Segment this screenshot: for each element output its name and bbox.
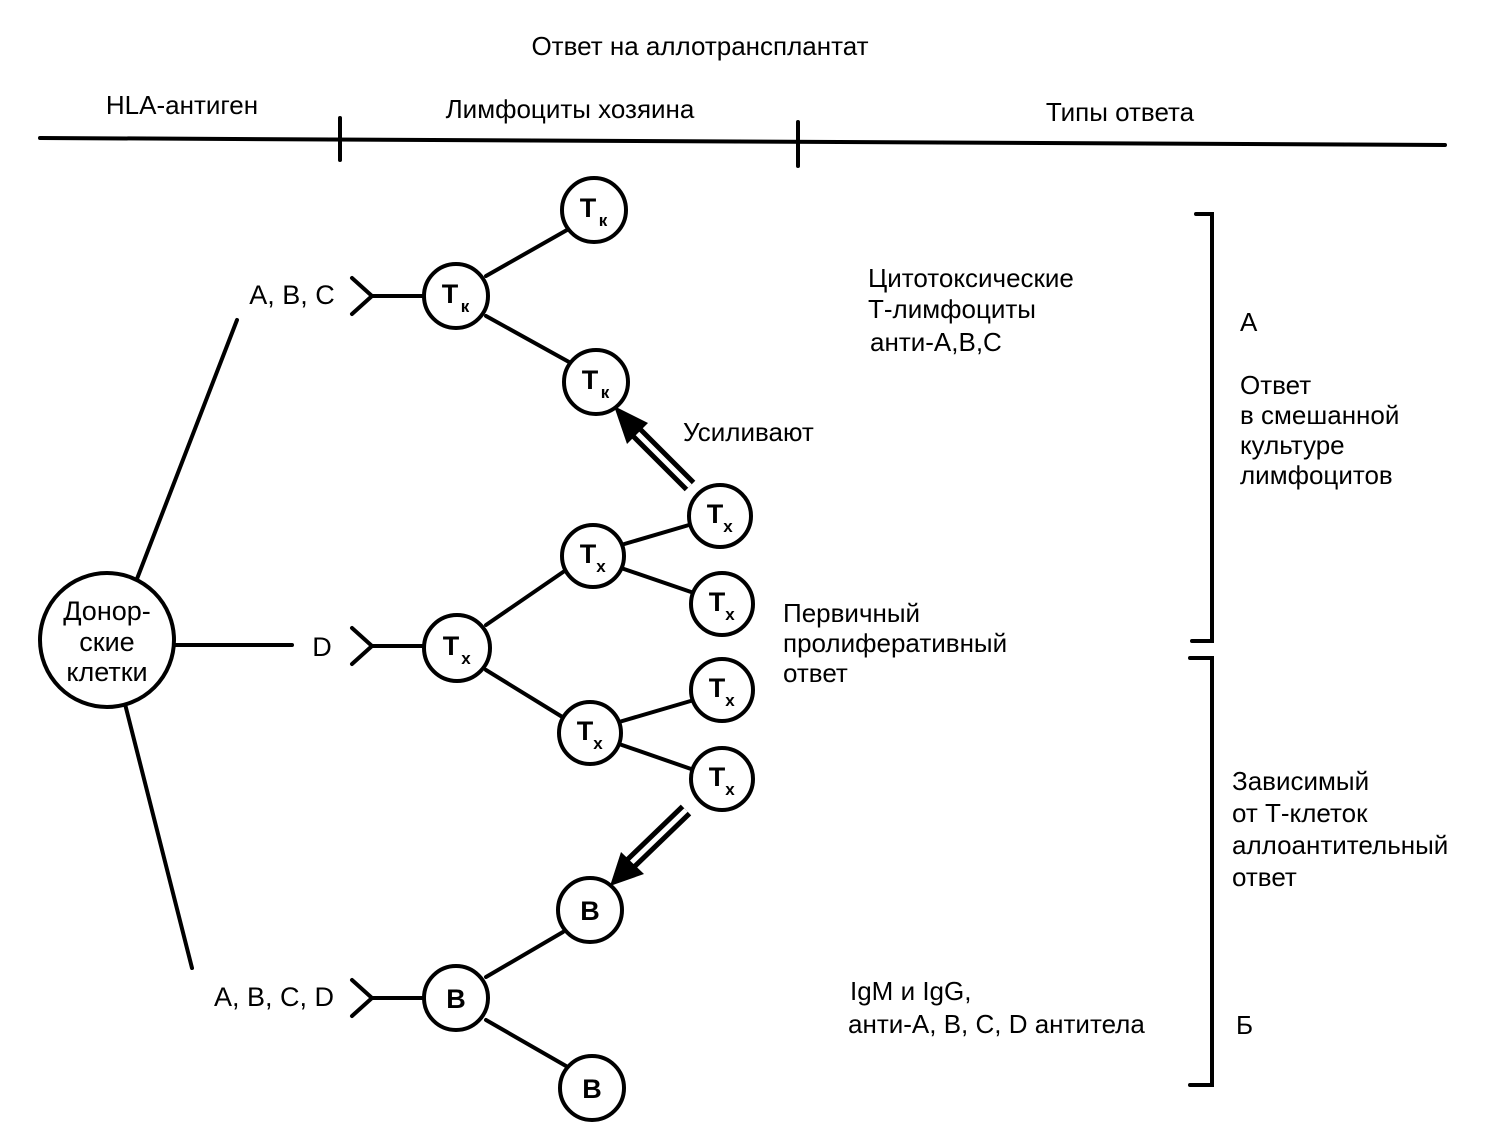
helper-t-subscript: х	[596, 557, 606, 576]
antigen-label-abc: А, В, С	[249, 280, 335, 310]
helper-t-subscript: х	[723, 517, 733, 536]
bracket-a-line-4: лимфоцитов	[1240, 460, 1393, 490]
helper-t-subscript: х	[593, 734, 603, 753]
cytotoxic-annotation: Цитотоксические Т-лимфоциты анти-А,В,С	[868, 263, 1074, 357]
helper-t-cell: Т х	[560, 523, 626, 589]
receptor-fork-d	[350, 626, 375, 666]
helper-t-letter: Т	[709, 587, 726, 617]
helper-t-letter: Т	[443, 631, 460, 661]
bracket-a-line-2: в смешанной	[1240, 400, 1399, 430]
donor-branch-abc	[133, 318, 239, 586]
donor-cells-node: Донор- ские клетки	[38, 571, 176, 709]
donor-label-line-2: ские	[79, 627, 134, 657]
antigen-label-abcd: А, В, С, D	[214, 982, 334, 1012]
killer-t-subscript: к	[601, 383, 610, 402]
edge-tx-a1	[619, 523, 691, 547]
helper-t-cell: Т х	[689, 657, 755, 723]
killer-t-subscript: к	[599, 211, 608, 230]
edge-tk-lower	[484, 314, 571, 364]
cytotoxic-line-3: анти-А,В,С	[870, 327, 1002, 357]
bracket-a	[1190, 212, 1214, 643]
antibodies-line-2: анти-А, В, С, D антитела	[848, 1009, 1145, 1039]
helper-t-subscript: х	[461, 649, 471, 668]
header-response-types: Типы ответа	[1046, 97, 1195, 127]
b-cell: В	[556, 876, 624, 944]
helper-t-subscript: х	[725, 780, 735, 799]
killer-t-cell: Т к	[562, 348, 630, 416]
killer-t-cell: Т к	[422, 262, 490, 330]
helper-t-letter: Т	[709, 673, 726, 703]
header-hla-antigen: HLA-антиген	[106, 90, 258, 120]
helper-t-cell: Т х	[422, 613, 492, 683]
header-rule	[38, 136, 1447, 147]
edge-tx-b1	[617, 698, 696, 724]
bracket-b-line-3: аллоантительный	[1232, 830, 1448, 860]
edge-tx-a2	[619, 566, 696, 595]
help-b-arrow	[610, 804, 692, 886]
bracket-a-line-1: Ответ	[1240, 370, 1311, 400]
bracket-a-letter: А	[1240, 307, 1258, 337]
enhance-label: Усиливают	[683, 417, 814, 447]
helper-t-letter: Т	[580, 539, 597, 569]
receptor-fork-abcd	[350, 978, 375, 1018]
b-cell-letter: В	[446, 984, 466, 1014]
diagram-title: Ответ на аллотрансплантат	[531, 31, 868, 61]
helper-t-letter: Т	[707, 499, 724, 529]
bracket-b-line-2: от Т-клеток	[1232, 798, 1368, 828]
helper-t-cell: Т х	[557, 700, 623, 766]
primary-response-annotation: Первичный пролиферативный ответ	[783, 598, 1007, 688]
bracket-b	[1188, 656, 1214, 1087]
killer-t-letter: Т	[580, 193, 597, 223]
donor-branch-abcd	[122, 698, 194, 970]
edge-b-lower	[484, 1018, 568, 1068]
b-cell-letter: В	[582, 1074, 602, 1104]
b-cell: В	[422, 964, 490, 1032]
killer-t-letter: Т	[442, 279, 459, 309]
helper-t-subscript: х	[725, 605, 735, 624]
donor-label-line-3: клетки	[66, 657, 147, 687]
bracket-b-line-1: Зависимый	[1232, 766, 1369, 796]
b-cell: В	[558, 1054, 626, 1122]
primary-line-3: ответ	[783, 658, 848, 688]
bracket-b-description: Зависимый от Т-клеток аллоантительный от…	[1232, 766, 1448, 892]
cytotoxic-line-2: Т-лимфоциты	[868, 294, 1036, 324]
killer-t-letter: Т	[582, 365, 599, 395]
bracket-a-line-3: культуре	[1240, 430, 1345, 460]
helper-t-cell: Т х	[687, 483, 753, 549]
enhance-arrow	[614, 406, 696, 492]
bracket-a-description: Ответ в смешанной культуре лимфоцитов	[1240, 370, 1399, 490]
edge-tx-b2	[617, 742, 696, 772]
bracket-b-letter: Б	[1236, 1010, 1253, 1040]
primary-line-1: Первичный	[783, 598, 920, 628]
helper-t-subscript: х	[725, 691, 735, 710]
edge-tk-upper	[484, 228, 569, 278]
edge-b-upper	[484, 930, 565, 979]
helper-t-cell: Т х	[689, 571, 755, 637]
helper-t-letter: Т	[709, 762, 726, 792]
b-cell-letter: В	[580, 896, 600, 926]
helper-t-cell: Т х	[689, 746, 755, 812]
bracket-b-line-4: ответ	[1232, 862, 1297, 892]
killer-t-subscript: к	[461, 297, 470, 316]
header-host-lymphocytes: Лимфоциты хозяина	[446, 94, 695, 124]
edge-tx-lower	[484, 668, 566, 720]
antigen-label-d: D	[312, 632, 332, 662]
edge-tx-upper	[484, 568, 568, 627]
antibodies-line-1: IgM и IgG,	[850, 976, 971, 1006]
cytotoxic-line-1: Цитотоксические	[868, 263, 1074, 293]
antibodies-annotation: IgM и IgG, анти-А, В, С, D антитела	[848, 976, 1145, 1039]
primary-line-2: пролиферативный	[783, 628, 1007, 658]
helper-t-letter: Т	[577, 716, 594, 746]
killer-t-cell: Т к	[560, 176, 628, 244]
donor-label-line-1: Донор-	[63, 596, 151, 626]
receptor-fork-abc	[350, 276, 375, 316]
